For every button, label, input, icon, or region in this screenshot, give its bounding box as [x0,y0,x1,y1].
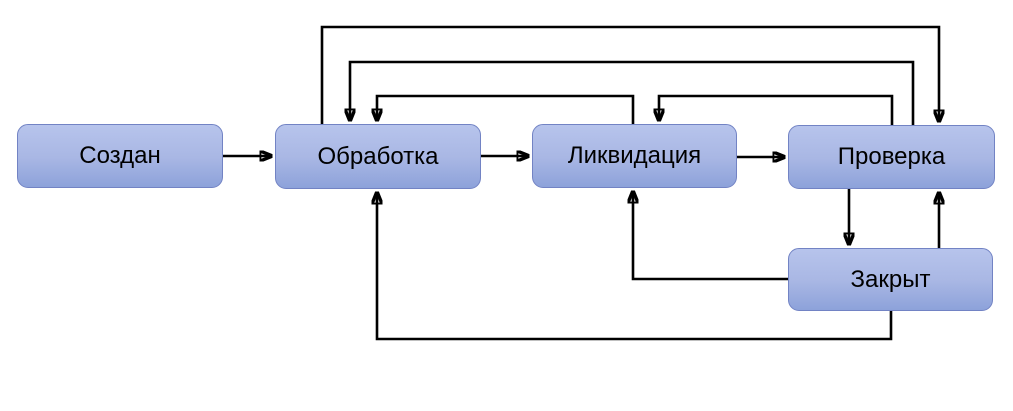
node-closed-label: Закрыт [850,265,931,293]
edge-processing-to-check-top [320,25,939,124]
edge-liquidation-to-processing-top [377,94,635,124]
node-processing: Обработка [275,124,481,189]
node-processing-label: Обработка [317,142,439,170]
node-check-label: Проверка [837,143,946,170]
node-liquidation: Ликвидация [532,124,737,188]
node-created-label: Создан [79,142,161,169]
edge-closed-to-processing-bottom [377,192,893,341]
node-closed: Закрыт [788,248,993,311]
edge-closed-to-liquidation [633,191,788,281]
node-created: Создан [17,124,223,188]
node-liquidation-label: Ликвидация [567,142,702,169]
node-check: Проверка [788,125,995,189]
edge-check-to-liquidation-top [659,94,894,125]
edge-check-to-processing-top [350,60,915,125]
